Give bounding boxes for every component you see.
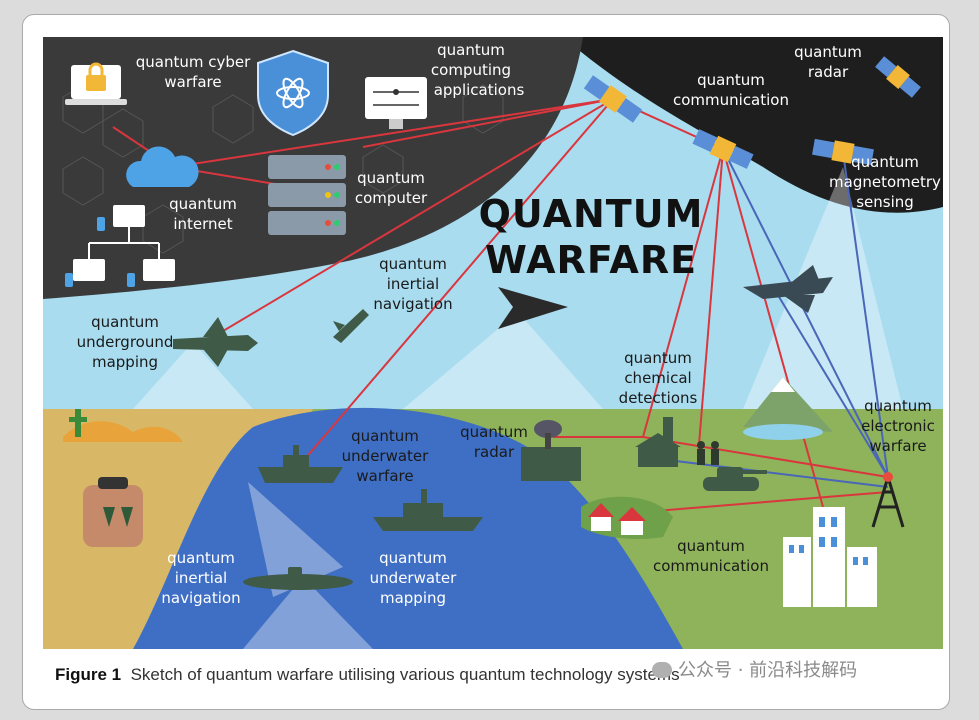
- mountain-lake-icon: [743, 377, 833, 440]
- svg-text:underground: underground: [77, 333, 174, 351]
- svg-text:navigation: navigation: [161, 589, 240, 607]
- atom-shield-icon: [257, 49, 329, 137]
- svg-text:mapping: mapping: [380, 589, 446, 607]
- svg-text:computing: computing: [431, 61, 511, 79]
- server-rack-icon: [268, 155, 346, 235]
- satellite-icon: [812, 138, 874, 166]
- svg-text:quantum: quantum: [864, 397, 932, 415]
- svg-text:quantum: quantum: [624, 349, 692, 367]
- label-electronic-warfare: quantum electronic warfare: [861, 397, 935, 455]
- svg-text:quantum: quantum: [697, 71, 765, 89]
- label-cyber-warfare: quantum cyber warfare: [136, 53, 251, 91]
- svg-text:quantum: quantum: [169, 195, 237, 213]
- label-chemical-detections: quantum chemical detections: [619, 349, 698, 407]
- svg-text:quantum: quantum: [851, 153, 919, 171]
- quantum-warfare-illustration: QUANTUM WARFARE quantum cyber warfare qu…: [43, 37, 943, 649]
- satellite-icon: [692, 129, 754, 169]
- svg-text:radar: radar: [808, 63, 849, 81]
- svg-text:navigation: navigation: [373, 295, 452, 313]
- watermark: 公众号 · 前沿科技解码: [652, 656, 857, 682]
- svg-text:warfare: warfare: [164, 73, 221, 91]
- diagram-title-line2: WARFARE: [485, 238, 697, 282]
- svg-text:chemical: chemical: [624, 369, 691, 387]
- label-satellite-communication: quantum communication: [673, 71, 789, 109]
- svg-text:quantum: quantum: [91, 313, 159, 331]
- svg-text:inertial: inertial: [175, 569, 227, 587]
- svg-text:applications: applications: [434, 81, 525, 99]
- label-air-inertial-navigation: quantum inertial navigation: [373, 255, 452, 313]
- radio-tower-icon: [871, 471, 905, 528]
- svg-text:warfare: warfare: [869, 437, 926, 455]
- submarine-icon: [243, 567, 353, 590]
- label-underwater-mapping: quantum underwater mapping: [370, 549, 458, 607]
- svg-text:quantum: quantum: [460, 423, 528, 441]
- svg-text:communication: communication: [653, 557, 769, 575]
- svg-text:quantum: quantum: [167, 549, 235, 567]
- hex-grid: [62, 84, 504, 254]
- warship-icon: [258, 445, 343, 483]
- village-houses-icon: [581, 496, 673, 539]
- svg-text:detections: detections: [619, 389, 698, 407]
- svg-text:inertial: inertial: [387, 275, 439, 293]
- satellite-icon: [875, 56, 921, 98]
- monitor-circuit-icon: [365, 77, 427, 129]
- watermark-text: 公众号 · 前沿科技解码: [678, 660, 858, 681]
- label-ground-communication: quantum communication: [653, 537, 769, 575]
- figure-caption: Figure 1 Sketch of quantum warfare utili…: [55, 665, 680, 685]
- label-satellite-radar: quantum radar: [794, 43, 862, 81]
- svg-text:quantum: quantum: [351, 427, 419, 445]
- stealth-bomber-icon: [498, 287, 568, 329]
- desert-cactus-icon: [63, 409, 183, 442]
- svg-text:quantum cyber: quantum cyber: [136, 53, 251, 71]
- space-region: [563, 37, 943, 213]
- svg-text:communication: communication: [673, 91, 789, 109]
- svg-text:mapping: mapping: [92, 353, 158, 371]
- figure-number: Figure 1: [55, 665, 122, 684]
- missile-jet-icon: [333, 309, 369, 343]
- drone-aircraft-icon: [173, 317, 258, 367]
- cloud-network-icon: [126, 146, 199, 187]
- svg-text:underwater: underwater: [342, 447, 430, 465]
- svg-text:quantum: quantum: [437, 41, 505, 59]
- svg-text:computer: computer: [355, 189, 428, 207]
- svg-text:quantum: quantum: [379, 255, 447, 273]
- city-buildings-icon: [783, 507, 877, 607]
- wechat-icon: [652, 662, 672, 678]
- label-ground-radar: quantum radar: [460, 423, 528, 461]
- caption-text: Sketch of quantum warfare utilising vari…: [130, 665, 680, 684]
- military-base-icon: [635, 417, 681, 467]
- tank-icon: [703, 467, 767, 491]
- diagram-title-line1: QUANTUM: [479, 192, 704, 236]
- svg-text:radar: radar: [474, 443, 515, 461]
- label-sea-inertial-navigation: quantum inertial navigation: [161, 549, 240, 607]
- destroyer-ship-icon: [373, 489, 483, 531]
- label-quantum-computer: quantum computer: [355, 169, 428, 207]
- svg-text:quantum: quantum: [379, 549, 447, 567]
- svg-text:sensing: sensing: [856, 193, 914, 211]
- svg-text:internet: internet: [173, 215, 232, 233]
- figure-frame: QUANTUM WARFARE quantum cyber warfare qu…: [22, 14, 950, 710]
- label-underground-mapping: quantum underground mapping: [77, 313, 174, 371]
- svg-text:quantum: quantum: [677, 537, 745, 555]
- backpack-icon: [83, 477, 143, 547]
- fighter-jet-icon: [743, 265, 833, 313]
- svg-text:warfare: warfare: [356, 467, 413, 485]
- label-quantum-internet: quantum internet: [169, 195, 237, 233]
- svg-text:electronic: electronic: [861, 417, 935, 435]
- svg-text:quantum: quantum: [794, 43, 862, 61]
- satellite-icon: [583, 75, 643, 123]
- label-magnetometry-sensing: quantum magnetometry sensing: [829, 153, 941, 211]
- soldiers-icon: [697, 441, 719, 465]
- svg-text:underwater: underwater: [370, 569, 458, 587]
- radar-station-icon: [521, 420, 581, 481]
- computer-network-icon: [65, 205, 175, 287]
- label-underwater-warfare: quantum underwater warfare: [342, 427, 430, 485]
- svg-text:magnetometry: magnetometry: [829, 173, 941, 191]
- label-computing-applications: quantum computing applications: [431, 41, 525, 99]
- laptop-lock-icon: [65, 62, 127, 105]
- svg-text:quantum: quantum: [357, 169, 425, 187]
